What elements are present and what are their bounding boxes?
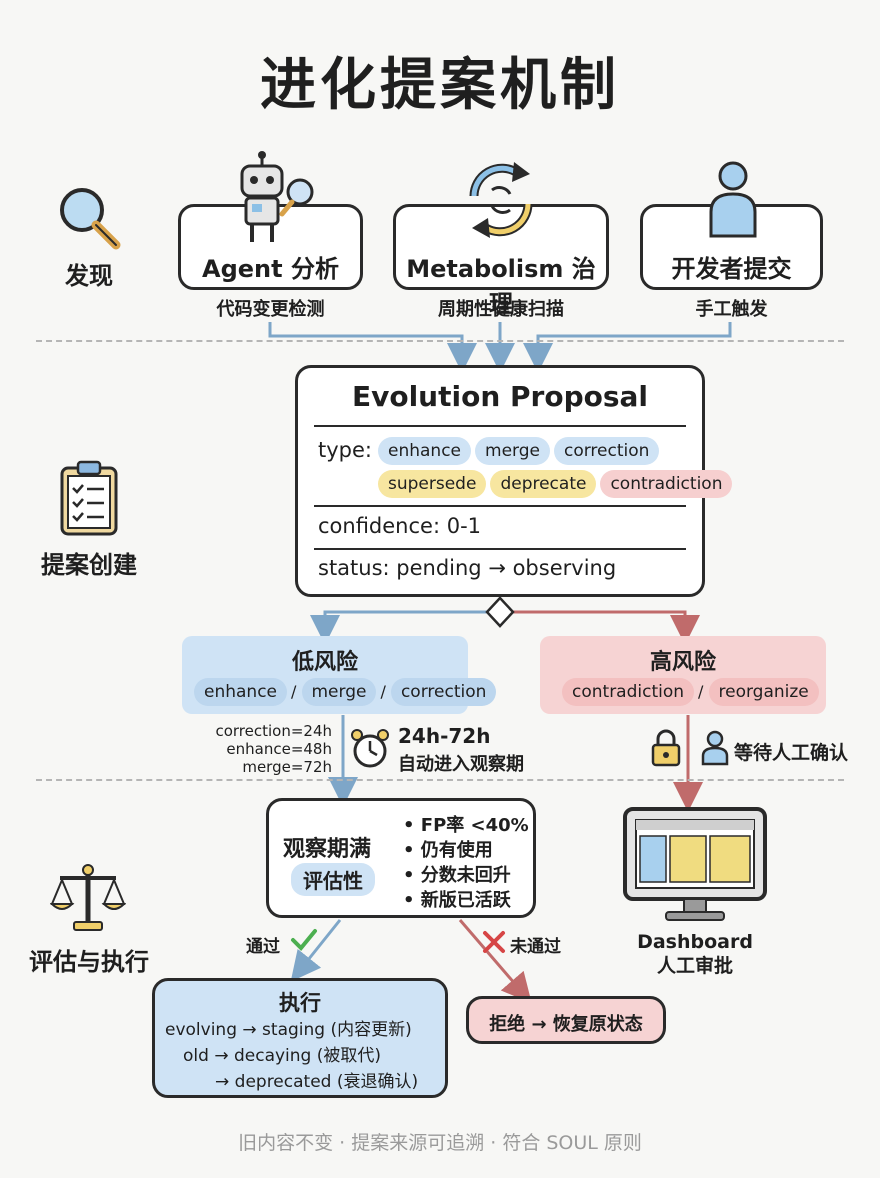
arrow-developer-to-proposal xyxy=(523,322,732,373)
low-risk-box: 低风险 enhance/ merge/ correction xyxy=(182,636,497,714)
type-chip-supersede: supersede xyxy=(378,470,487,498)
section-discover: 发现 xyxy=(65,262,113,290)
low-risk-chip-enhance: enhance xyxy=(194,678,288,706)
decision-diamond xyxy=(485,596,515,628)
search-icon xyxy=(60,188,121,250)
pass-label: 通过 xyxy=(246,937,280,957)
arrow-fail xyxy=(458,919,532,1004)
source-developer-subtitle: 手工触发 xyxy=(695,299,768,320)
check-icon xyxy=(291,929,317,951)
low-risk-sep-1: / xyxy=(291,682,297,701)
proposal-divider-1 xyxy=(314,425,686,427)
duration-merge: merge=72h xyxy=(242,758,332,776)
observe-window-desc: 自动进入观察期 xyxy=(398,754,524,775)
person-icon xyxy=(709,161,757,238)
scale-icon xyxy=(50,864,126,931)
proposal-status: status: pending → observing xyxy=(318,556,617,580)
low-risk-chip-merge: merge xyxy=(301,678,377,706)
observe-criteria: • FP率 <40% • 仍有使用 • 分数未回升 • 新版已活跃 xyxy=(403,813,529,913)
proposal-confidence: confidence: 0-1 xyxy=(318,514,482,538)
criterion-new-active: • 新版已活跃 xyxy=(403,890,511,911)
low-risk-chip-correction: correction xyxy=(390,678,497,706)
arrow-agent-to-proposal xyxy=(268,322,477,373)
high-risk-chip-reorganize: reorganize xyxy=(708,678,819,706)
type-chip-correction: correction xyxy=(553,437,660,465)
low-risk-title: 低风险 xyxy=(291,650,358,675)
criterion-score: • 分数未回升 xyxy=(403,865,511,886)
divider-2 xyxy=(36,779,844,781)
execute-line-1: evolving → staging (内容更新) xyxy=(165,1020,412,1040)
lock-icon xyxy=(651,729,681,767)
cycle-arrows-icon xyxy=(469,162,533,238)
high-risk-chips: contradiction/ reorganize xyxy=(562,678,823,706)
cross-icon xyxy=(483,931,505,953)
source-developer-title: 开发者提交 xyxy=(671,255,792,283)
section-evaluate: 评估与执行 xyxy=(29,948,149,976)
high-risk-title: 高风险 xyxy=(649,650,716,675)
arrow-pass xyxy=(290,919,342,982)
source-metabolism-title: Metabolism 治理 xyxy=(406,255,596,318)
arrow-to-high-risk xyxy=(512,610,700,645)
fail-label: 未通过 xyxy=(510,937,561,957)
dashboard-label: Dashboard 人工审批 xyxy=(620,930,770,978)
source-metabolism-subtitle: 周期性健康扫描 xyxy=(438,299,564,320)
type-chip-merge: merge xyxy=(475,437,550,465)
reject-card: 拒绝 → 恢复原状态 xyxy=(466,996,666,1044)
duration-correction: correction=24h xyxy=(215,722,332,740)
duration-list: correction=24h enhance=48h merge=72h xyxy=(180,722,332,776)
low-risk-sep-2: / xyxy=(380,682,386,701)
type-chip-enhance: enhance xyxy=(378,437,472,465)
criterion-fp-rate: • FP率 <40% xyxy=(403,815,529,836)
proposal-type-label: type: xyxy=(318,438,372,462)
type-chip-deprecate: deprecate xyxy=(490,470,597,498)
dashboard-line-1: Dashboard xyxy=(637,931,753,953)
low-risk-chips: enhance/ merge/ correction xyxy=(194,678,500,706)
source-agent-subtitle: 代码变更检测 xyxy=(216,299,325,320)
reject-text: 拒绝 → 恢复原状态 xyxy=(489,1014,643,1035)
observe-title: 观察期满 xyxy=(283,837,372,862)
arrow-to-low-risk xyxy=(310,610,488,645)
dashboard-monitor-icon xyxy=(623,807,767,921)
observe-card: 观察期满 评估性 • FP率 <40% • 仍有使用 • 分数未回升 • 新版已… xyxy=(266,798,536,918)
high-risk-chip-contradiction: contradiction xyxy=(562,678,695,706)
person-small-icon xyxy=(701,730,729,766)
robot-magnifier-icon xyxy=(240,151,314,242)
page-title: 进化提案机制 xyxy=(260,53,620,118)
execute-card: 执行 evolving → staging (内容更新) old → decay… xyxy=(152,978,448,1098)
proposal-divider-2 xyxy=(314,505,686,507)
clipboard-checklist-icon xyxy=(60,460,118,536)
observe-badge: 评估性 xyxy=(291,863,375,896)
alarm-clock-icon xyxy=(351,729,389,768)
proposal-title: Evolution Proposal xyxy=(351,380,649,413)
execute-lines: evolving → staging (内容更新) old → decaying… xyxy=(165,1017,418,1095)
execute-line-2: old → decaying (被取代) xyxy=(183,1046,381,1066)
duration-enhance: enhance=48h xyxy=(226,740,332,758)
source-card-metabolism: Metabolism 治理 xyxy=(393,204,609,318)
high-risk-wait: 等待人工确认 xyxy=(734,742,849,764)
high-risk-sep: / xyxy=(698,682,704,701)
divider-1 xyxy=(36,340,844,342)
type-chip-contradiction: contradiction xyxy=(600,470,733,498)
section-create: 提案创建 xyxy=(41,551,137,579)
high-risk-box: 高风险 contradiction/ reorganize xyxy=(540,636,826,714)
proposal-divider-3 xyxy=(314,548,686,550)
observe-window: 24h-72h xyxy=(398,724,491,748)
criterion-in-use: • 仍有使用 xyxy=(403,840,493,861)
footer-note: 旧内容不变 · 提案来源可追溯 · 符合 SOUL 原则 xyxy=(238,1132,642,1154)
execute-title: 执行 xyxy=(279,991,321,1015)
execute-line-3: → deprecated (衰退确认) xyxy=(215,1072,419,1092)
dashboard-line-2: 人工审批 xyxy=(656,955,733,977)
source-agent-title: Agent 分析 xyxy=(202,255,339,283)
